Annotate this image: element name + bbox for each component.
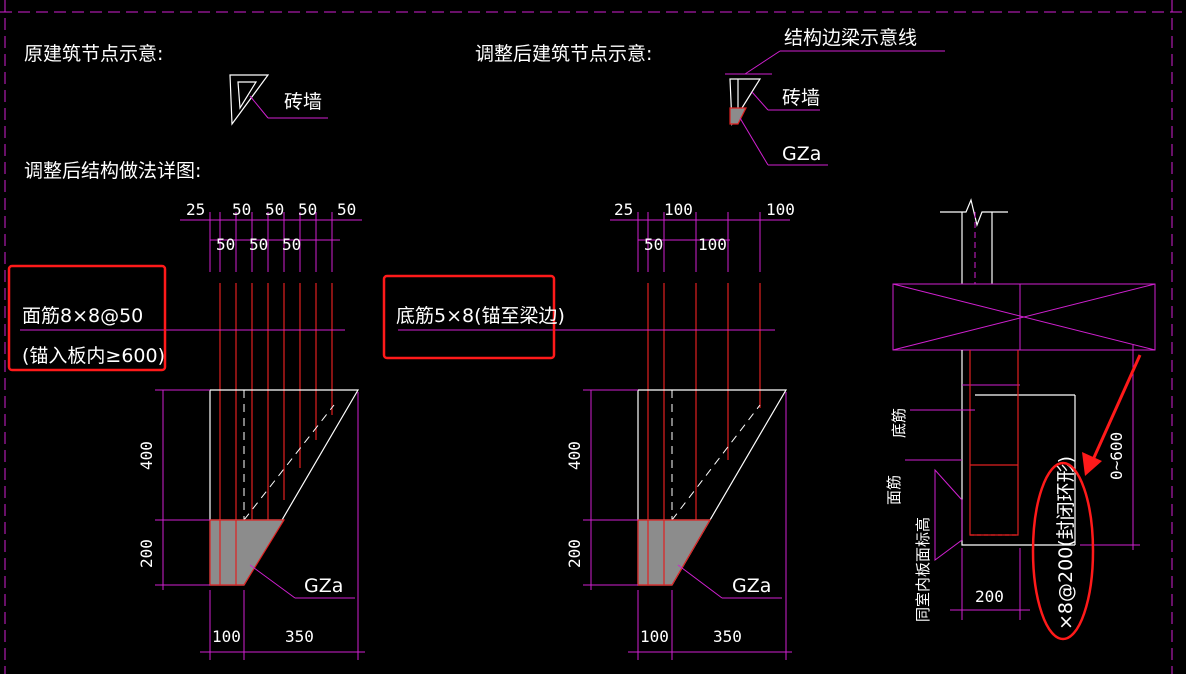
right-dim-200: 200 (975, 587, 1004, 606)
left-dim-top-4: 50 (337, 200, 356, 219)
gza-label-left: GZa (304, 575, 343, 597)
brick-wall-label-2: 砖墙 (782, 87, 820, 109)
mid-dim-100: 100 (640, 627, 669, 646)
left-dim-100: 100 (212, 627, 241, 646)
left-dim-sec-0: 50 (216, 235, 235, 254)
bottom-bar-label: 底筋5×8(锚至梁边) (396, 305, 565, 327)
gza-label-top: GZa (782, 143, 821, 165)
side-bottom-bar-label: 底筋 (890, 408, 908, 438)
side-top-bar-label: 面筋 (885, 475, 903, 505)
left-dim-sec-1: 50 (249, 235, 268, 254)
gza-label-mid: GZa (732, 575, 771, 597)
middle-detail: 25 100 100 50 100 400 200 100 350 (398, 200, 795, 660)
orig-title: 原建筑节点示意: (24, 43, 163, 65)
left-dim-350: 350 (285, 627, 314, 646)
top-bar-label-line1: 面筋8×8@50 (22, 305, 143, 327)
side-level-label: 同室内板面标高 (914, 517, 932, 622)
right-dim-range: 0~600 (1107, 432, 1126, 480)
brick-wall-label-1: 砖墙 (284, 91, 322, 113)
stirrup-highlight-ellipse (1031, 461, 1095, 641)
mid-dim-200: 200 (565, 539, 584, 568)
stirrup-label: ×8@200(封闭环形) (1055, 456, 1077, 630)
top-bar-highlight-box (7, 264, 167, 372)
mid-dim-400: 400 (565, 441, 584, 470)
mid-dim-sec-1: 100 (698, 235, 727, 254)
orig-node-sketch: 砖墙 (229, 74, 328, 126)
mid-dim-top-2: 100 (766, 200, 795, 219)
mid-dim-top-0: 25 (614, 200, 633, 219)
left-dim-400: 400 (137, 441, 156, 470)
mid-dim-350: 350 (713, 627, 742, 646)
top-bar-label-line2: (锚入板内≥600) (22, 345, 165, 367)
beam-line-label: 结构边梁示意线 (784, 27, 917, 49)
bottom-bar-highlight-box (382, 274, 556, 360)
highlight-arrow-icon (1082, 354, 1142, 476)
adj-title: 调整后建筑节点示意: (475, 43, 652, 65)
left-detail: 25 50 50 50 50 50 50 50 (20, 200, 365, 660)
left-dim-200: 200 (137, 539, 156, 568)
left-dim-top-1: 50 (232, 200, 251, 219)
left-dim-sec-2: 50 (282, 235, 301, 254)
left-dim-top-2: 50 (265, 200, 284, 219)
mid-dim-sec-0: 50 (644, 235, 663, 254)
adj-node-sketch: 结构边梁示意线 砖墙 GZa (725, 27, 945, 166)
detail-title: 调整后结构做法详图: (24, 160, 201, 182)
right-section-detail: 200 0~600 底筋 面筋 同室内板面标高 ×8@200(封闭环形) (885, 198, 1156, 630)
left-dim-top-3: 50 (298, 200, 317, 219)
left-dim-top-0: 25 (186, 200, 205, 219)
mid-dim-top-1: 100 (664, 200, 693, 219)
